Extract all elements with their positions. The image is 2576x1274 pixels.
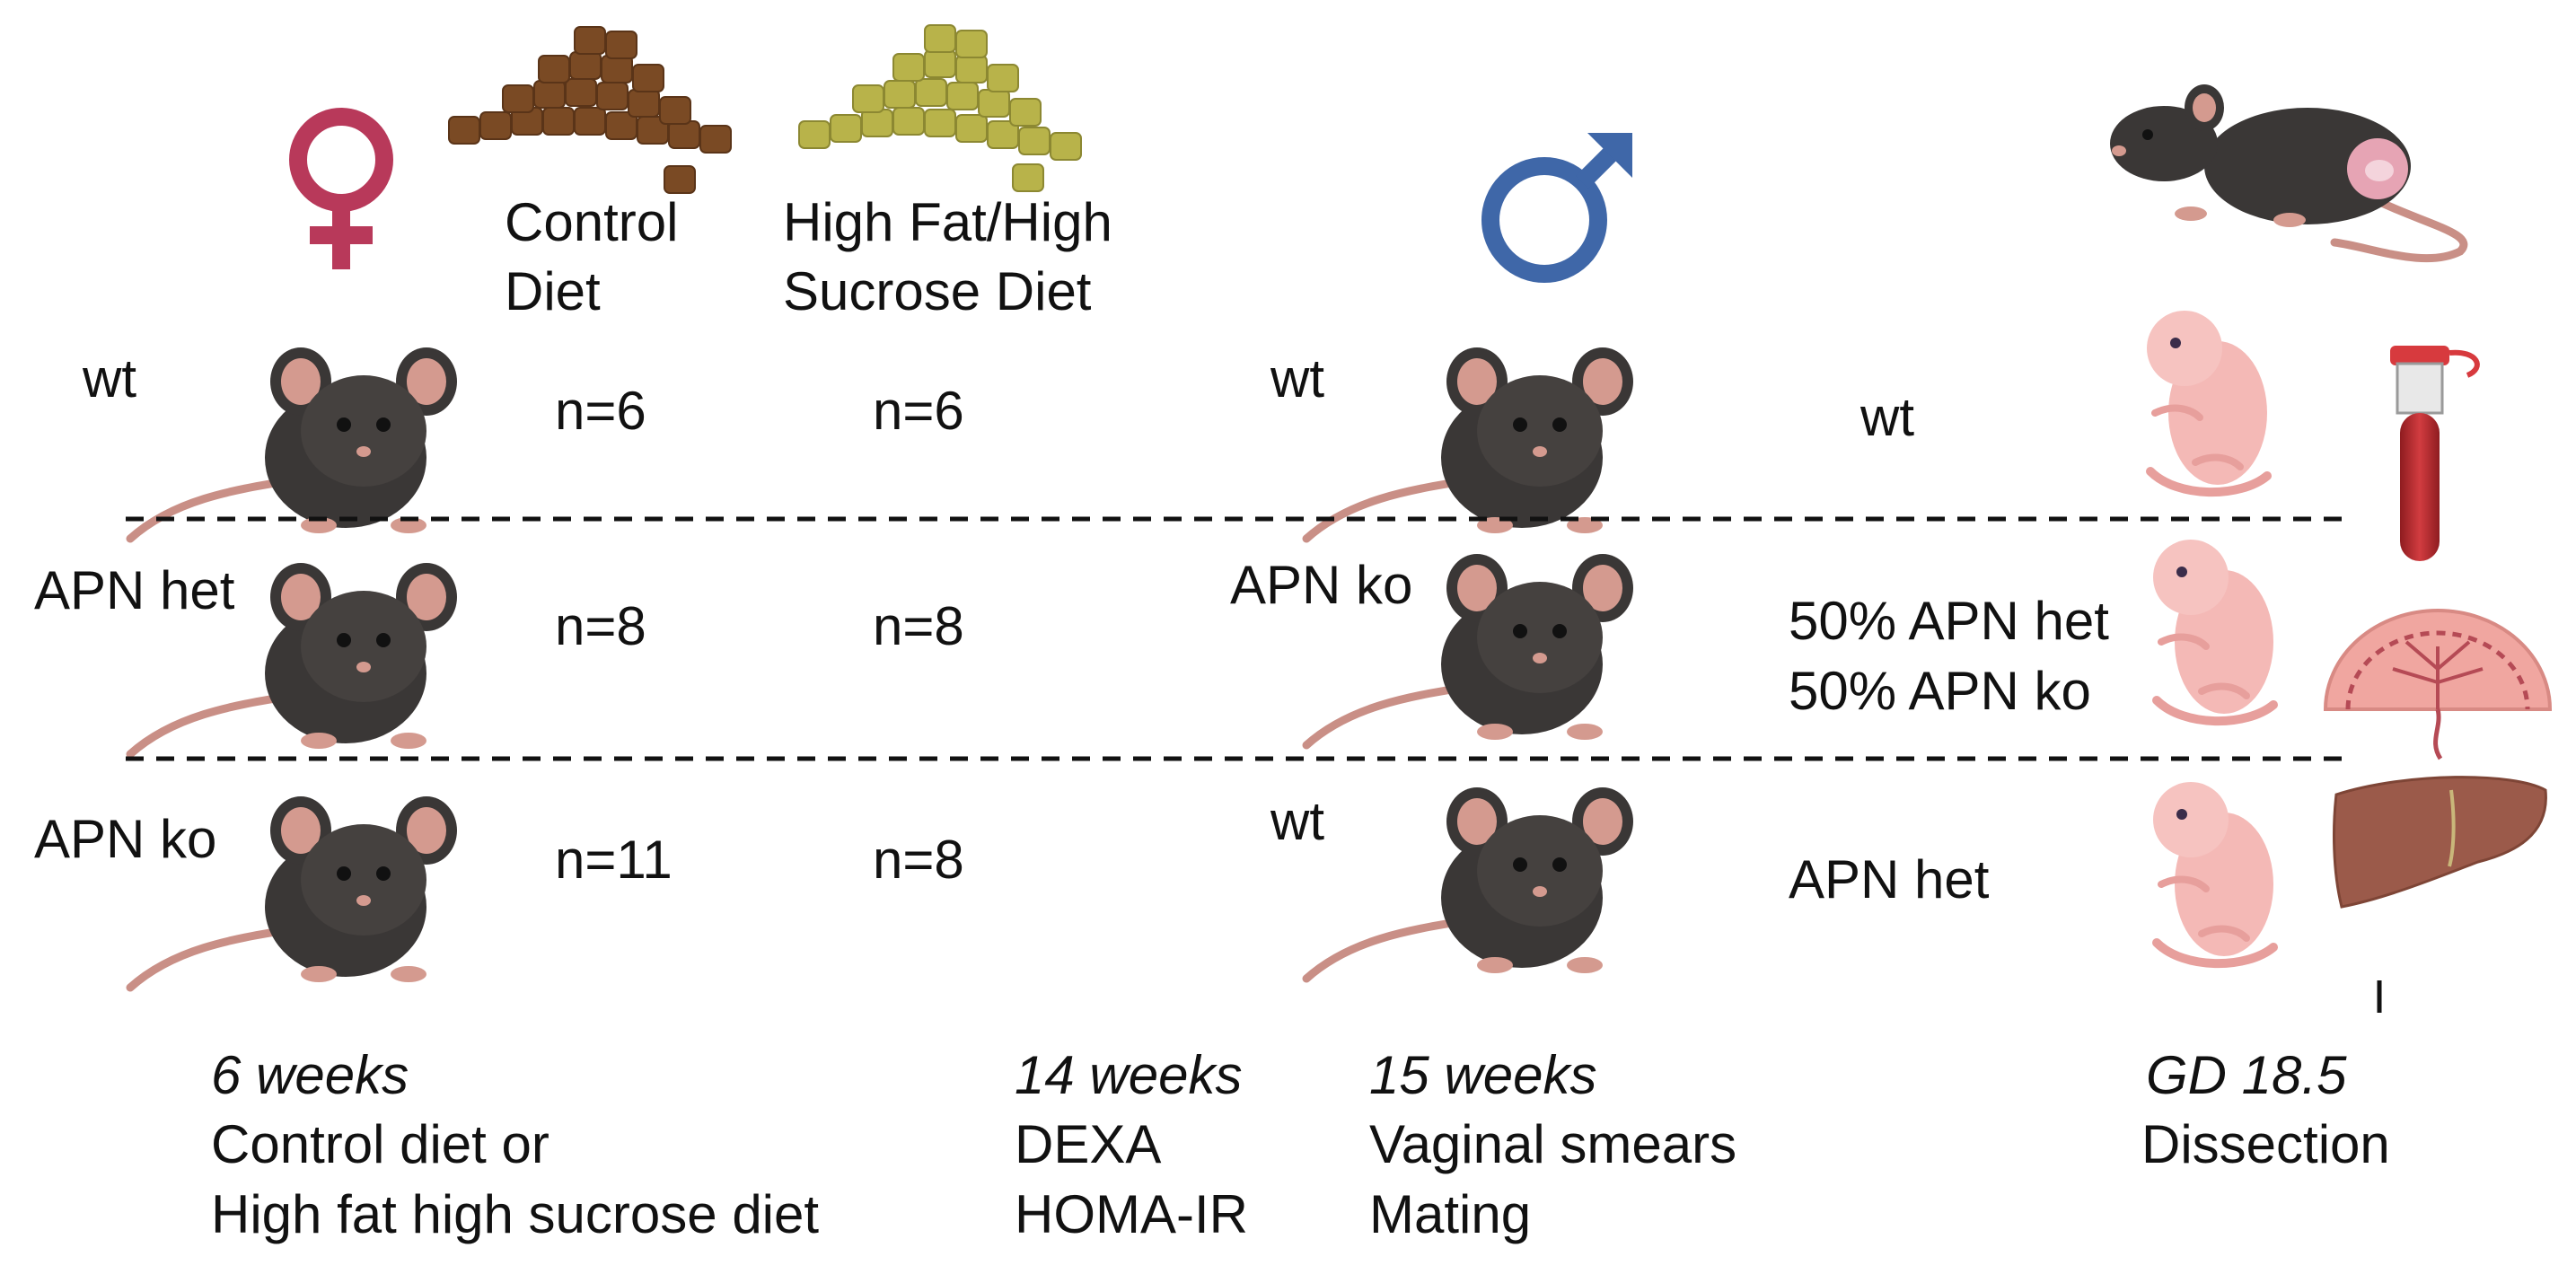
timeline-gd-18-5-line1: Dissection: [2141, 1114, 2390, 1174]
row2-male-genotype: APN ko: [1230, 555, 1412, 615]
row1-male-genotype: wt: [1270, 348, 1324, 409]
mouse-icon: [1306, 347, 1633, 539]
pregnant-mouse-icon: [2110, 84, 2468, 263]
row2-female-genotype: APN het: [34, 560, 235, 620]
timeline-15-weeks-line2: Mating: [1369, 1184, 1531, 1244]
placenta-icon: [2323, 609, 2553, 760]
row1-female-genotype: wt: [82, 348, 136, 409]
embryo-pup-icon: [2153, 540, 2273, 721]
male-symbol-icon: [1481, 133, 1632, 283]
hfhs-diet-pellets-icon: [798, 24, 1082, 192]
timeline-gd-18-5: GD 18.5: [2146, 1045, 2347, 1105]
row1-n-control: n=6: [555, 381, 646, 441]
control-diet-label-line2: Diet: [505, 261, 601, 321]
row2-n-control: n=8: [555, 596, 646, 656]
row1-n-hfhs: n=6: [873, 381, 964, 441]
timeline-6-weeks: 6 weeks: [211, 1045, 409, 1105]
liver-icon: [2333, 776, 2547, 909]
timeline-14-weeks-line2: HOMA-IR: [1015, 1184, 1248, 1244]
row3-female-genotype: APN ko: [34, 809, 216, 869]
row3-male-genotype: wt: [1270, 791, 1324, 851]
row3-n-hfhs: n=8: [873, 830, 964, 890]
mouse-icon: [130, 347, 457, 539]
timeline-15-weeks: 15 weeks: [1369, 1045, 1596, 1105]
timeline-14-weeks: 14 weeks: [1015, 1045, 1242, 1105]
hfhs-diet-label-line2: Sucrose Diet: [783, 261, 1092, 321]
control-diet-label-line1: Control: [505, 192, 678, 252]
control-diet-pellets-icon: [448, 26, 732, 194]
row2-offspring-line1: 50% APN het: [1789, 591, 2109, 651]
timeline-14-weeks-line1: DEXA: [1015, 1114, 1161, 1174]
row3-offspring-line1: APN het: [1789, 849, 1990, 909]
hfhs-diet-label-line1: High Fat/High: [783, 192, 1112, 252]
timeline-15-weeks-line1: Vaginal smears: [1369, 1114, 1736, 1174]
embryo-pup-icon: [2147, 311, 2267, 492]
mouse-icon: [1306, 787, 1633, 979]
row3-n-control: n=11: [555, 830, 673, 890]
embryo-pup-icon: [2153, 782, 2273, 963]
blood-tube-icon: [2390, 346, 2480, 561]
timeline-6-weeks-line1: Control diet or: [211, 1114, 549, 1174]
row2-offspring-line2: 50% APN ko: [1789, 661, 2091, 721]
timeline-6-weeks-line2: High fat high sucrose diet: [211, 1184, 819, 1244]
row2-n-hfhs: n=8: [873, 596, 964, 656]
female-symbol-icon: [289, 108, 393, 269]
row1-offspring-line1: wt: [1859, 387, 1914, 447]
